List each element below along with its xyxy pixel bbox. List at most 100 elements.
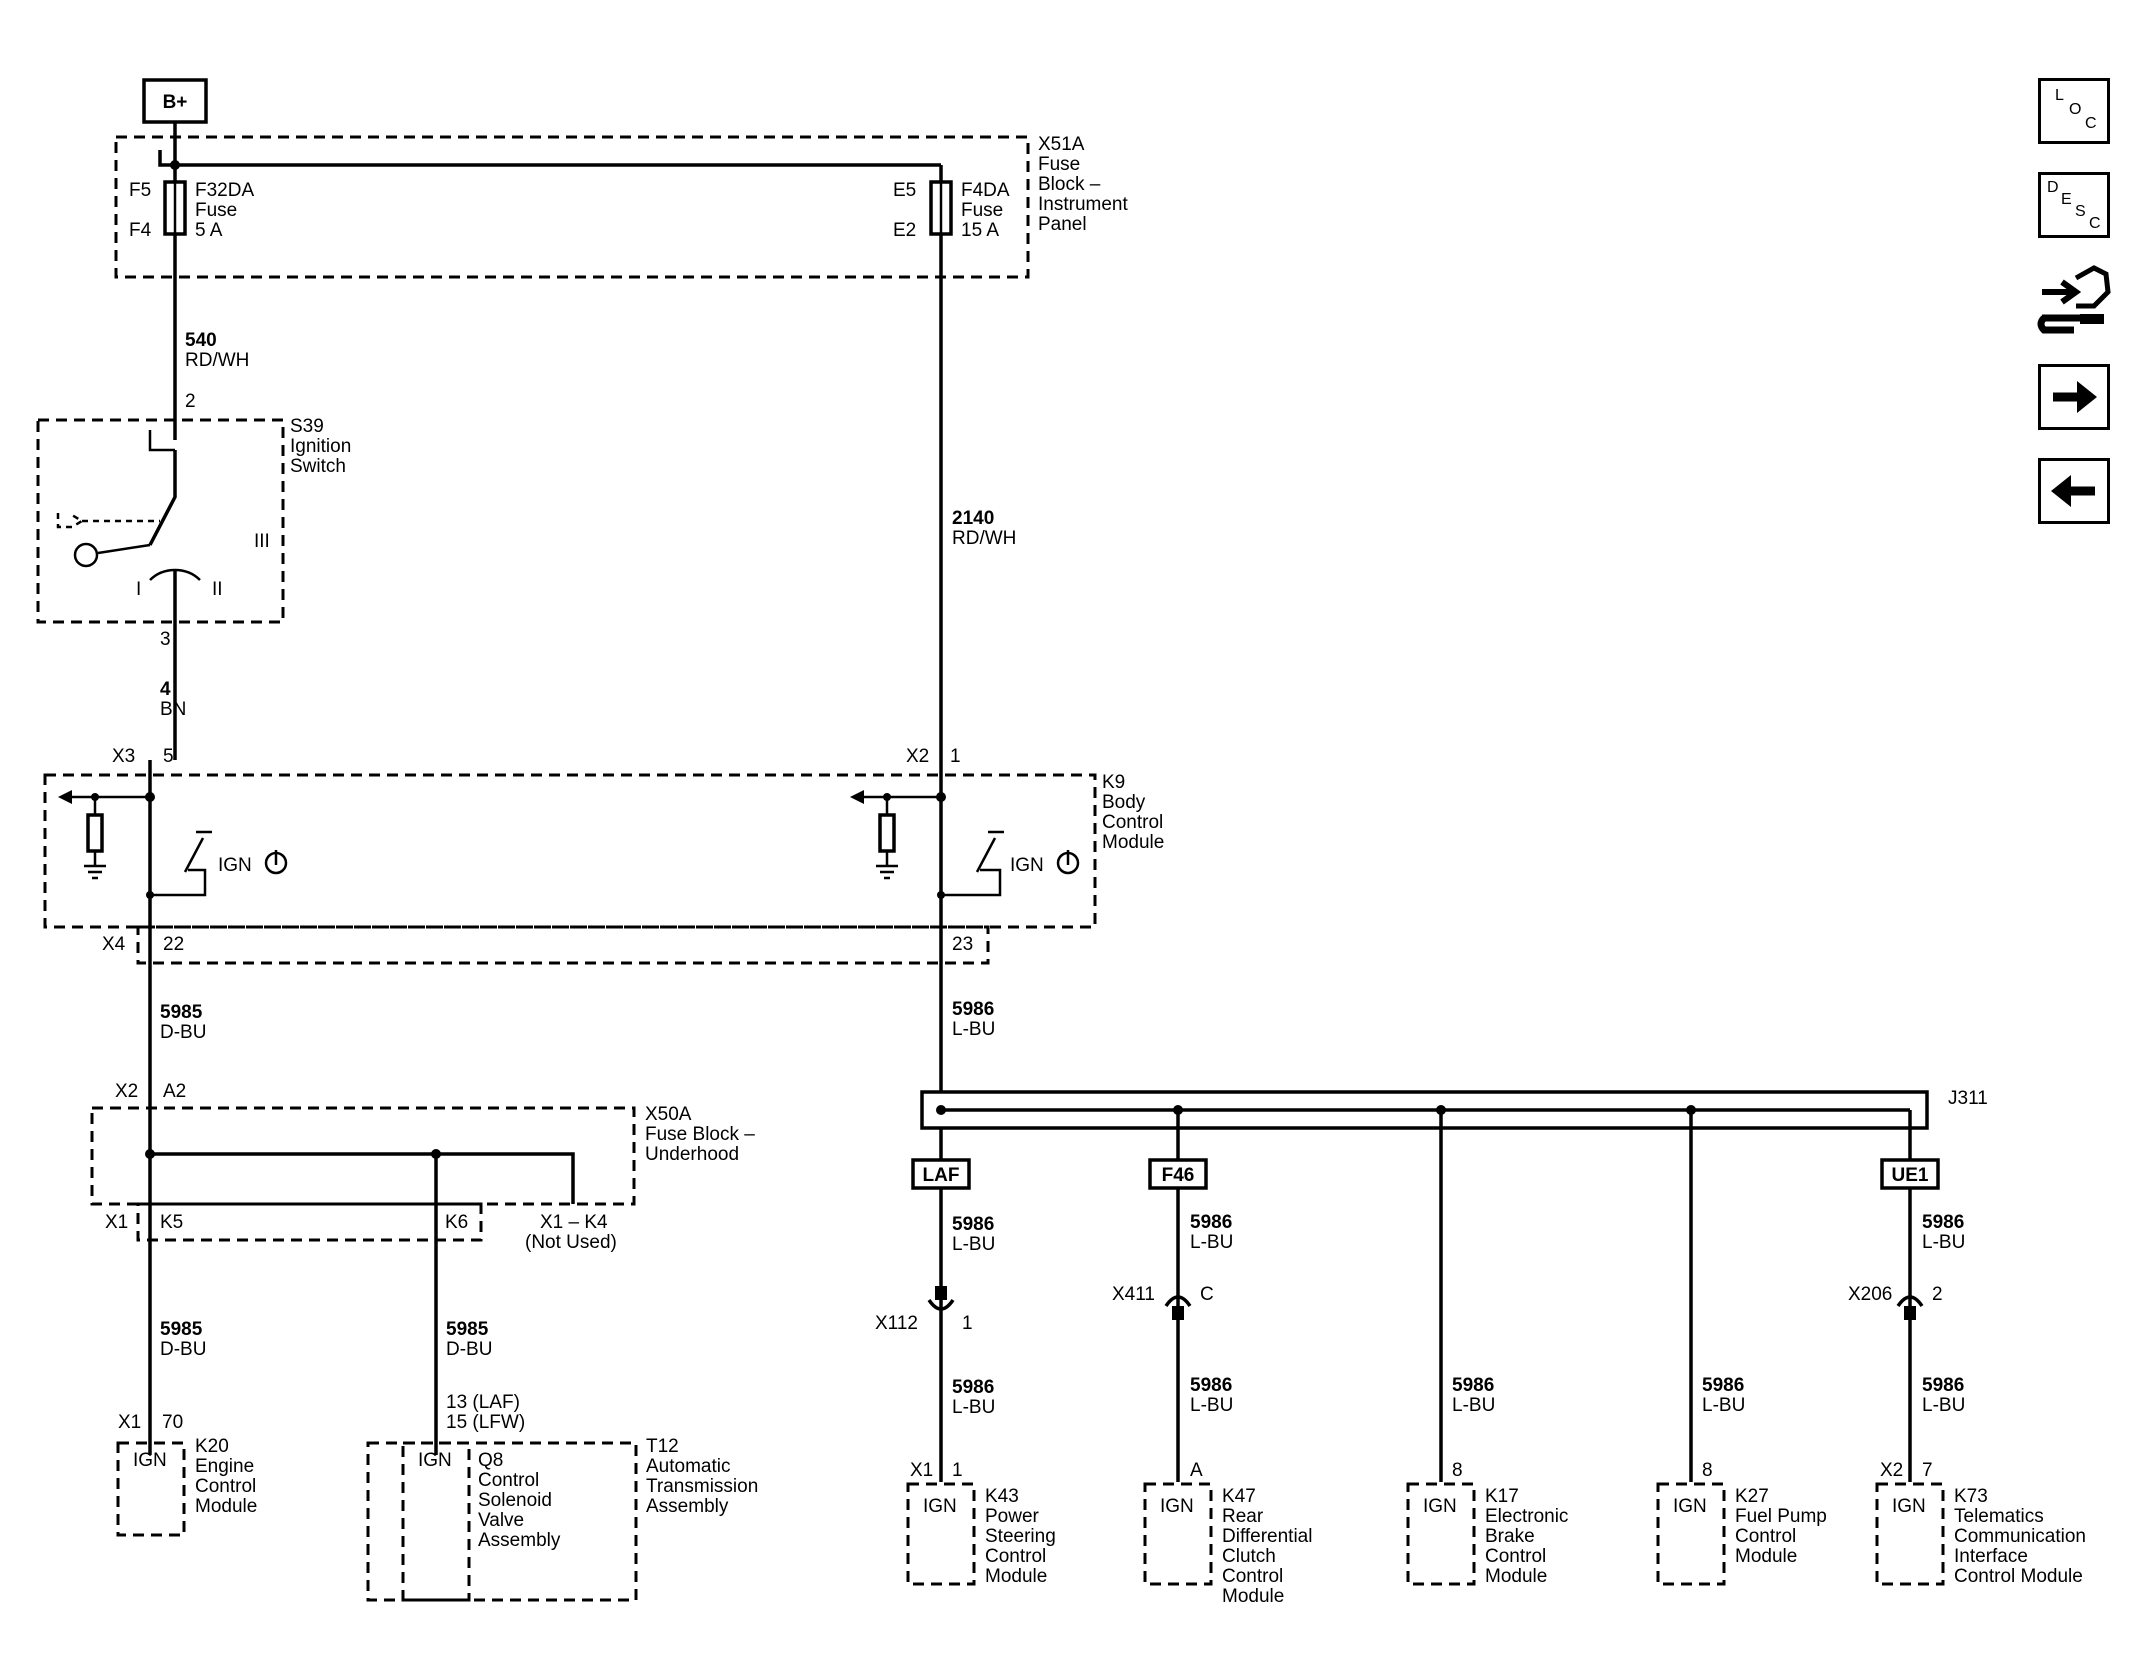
fuse-f32da-rating: 5 A xyxy=(195,220,223,241)
wire-4-circuit: 4 xyxy=(160,679,171,700)
ignition-switch-pin-in: 2 xyxy=(185,391,196,412)
arrow-right-icon xyxy=(2053,381,2097,413)
wire-540-circuit: 540 xyxy=(185,330,217,351)
connector-hand-icon[interactable] xyxy=(2036,262,2112,340)
fuse-block-ip-title-4: Panel xyxy=(1038,214,1087,235)
loc-letter-o: O xyxy=(2069,101,2082,118)
next-page-button[interactable] xyxy=(2038,364,2110,430)
k27-pin: 8 xyxy=(1702,1460,1713,1481)
battery-power-source: B+ xyxy=(142,78,208,124)
k27-ign: IGN xyxy=(1673,1496,1707,1517)
k17-title-2: Brake xyxy=(1485,1526,1535,1547)
option-ue1-label: UE1 xyxy=(1892,1165,1929,1186)
k17-brake-control-module-outline xyxy=(1406,1482,1476,1586)
k20-engine-control-module-outline xyxy=(116,1441,186,1537)
option-f46-badge xyxy=(1148,1158,1208,1190)
x411-name: X411 xyxy=(1112,1284,1155,1305)
bcm-title-1: Body xyxy=(1102,792,1146,813)
loc-letter-l: L xyxy=(2055,87,2064,104)
fuse-block-uh-unused-note: (Not Used) xyxy=(525,1232,617,1253)
fuse-block-uh-conn-in: X2 xyxy=(115,1081,138,1102)
option-ue1-badge xyxy=(1880,1158,1940,1190)
fuse-f32da-pin-out: F4 xyxy=(129,220,152,241)
k47-ign: IGN xyxy=(1160,1496,1194,1517)
fuse-f4da-pin-in: E5 xyxy=(893,180,916,201)
k17-pin: 8 xyxy=(1452,1460,1463,1481)
arrow-left-icon xyxy=(2051,475,2095,507)
k73-title-2: Communication xyxy=(1954,1526,2086,1547)
k20-ign: IGN xyxy=(133,1450,167,1471)
q8-name: Q8 xyxy=(478,1450,503,1471)
k27-fuel-pump-module-outline xyxy=(1656,1482,1726,1586)
ignition-switch-pin-out: 3 xyxy=(160,629,171,650)
x112-pin: 1 xyxy=(962,1313,973,1334)
wire-5985-k6-color: D-BU xyxy=(446,1339,492,1360)
wire-k43-upper-circuit: 5986 xyxy=(952,1214,994,1235)
bcm-ign-label-left: IGN xyxy=(218,855,252,876)
desc-letter-c: C xyxy=(2089,215,2101,232)
k47-title-5: Module xyxy=(1222,1586,1284,1607)
fuse-block-uh-title-2: Underhood xyxy=(645,1144,739,1165)
fuse-block-uh-x1-connector-outline xyxy=(136,1202,483,1242)
power-label: B+ xyxy=(163,92,188,113)
k27-title-1: Fuel Pump xyxy=(1735,1506,1827,1527)
k47-title-2: Differential xyxy=(1222,1526,1312,1547)
fuse-block-ip-title-3: Instrument xyxy=(1038,194,1128,215)
bcm-out-pin-left: 22 xyxy=(163,934,184,955)
option-laf-badge xyxy=(911,1158,971,1190)
k47-title-3: Clutch xyxy=(1222,1546,1276,1567)
fuse-f4da-name: F4DA xyxy=(961,180,1010,201)
fuse-f32da xyxy=(163,180,187,236)
option-f46-label: F46 xyxy=(1162,1165,1195,1186)
desc-letter-d: D xyxy=(2047,179,2059,196)
description-button[interactable]: D E S C xyxy=(2038,172,2110,238)
fuse-block-uh-unused-pin: X1 – K4 xyxy=(540,1212,608,1233)
k43-title-4: Module xyxy=(985,1566,1047,1587)
tcm-pin-laf: 13 (LAF) xyxy=(446,1392,520,1413)
k17-title-4: Module xyxy=(1485,1566,1547,1587)
wire-540-color: RD/WH xyxy=(185,350,249,371)
x112-name: X112 xyxy=(875,1313,918,1334)
splice-pack-j311 xyxy=(920,1090,1929,1130)
t12-title-1: Automatic xyxy=(646,1456,730,1477)
k20-title-2: Control xyxy=(195,1476,256,1497)
t12-title-2: Transmission xyxy=(646,1476,758,1497)
option-laf-label: LAF xyxy=(923,1165,960,1186)
k43-power-steering-module-outline xyxy=(906,1482,976,1586)
wire-k47-upper-color: L-BU xyxy=(1190,1232,1233,1253)
k47-title-1: Rear xyxy=(1222,1506,1264,1527)
k47-name: K47 xyxy=(1222,1486,1256,1507)
k17-title-1: Electronic xyxy=(1485,1506,1568,1527)
x411-pin: C xyxy=(1200,1284,1214,1305)
fuse-block-uh-conn-out: X1 xyxy=(105,1212,128,1233)
k43-title-2: Steering xyxy=(985,1526,1056,1547)
wire-k43-lower-color: L-BU xyxy=(952,1397,995,1418)
wire-k27-color: L-BU xyxy=(1702,1395,1745,1416)
k27-title-2: Control xyxy=(1735,1526,1796,1547)
fuse-block-instrument-panel-outline xyxy=(114,135,1030,279)
bcm-out-conn: X4 xyxy=(102,934,126,955)
bcm-out-pin-right: 23 xyxy=(952,934,973,955)
q8-title-2: Solenoid xyxy=(478,1490,552,1511)
ignition-switch-position-3: III xyxy=(254,531,270,552)
k20-title-1: Engine xyxy=(195,1456,254,1477)
wire-k47-lower-circuit: 5986 xyxy=(1190,1375,1232,1396)
ignition-switch-contacts xyxy=(56,430,201,760)
location-button[interactable]: L O C xyxy=(2038,78,2110,144)
fuse-f4da xyxy=(929,180,953,236)
wire-5985-upper-circuit: 5985 xyxy=(160,1002,203,1023)
previous-page-button[interactable] xyxy=(2038,458,2110,524)
wire-5985-k5-circuit: 5985 xyxy=(160,1319,203,1340)
wire-k17-circuit: 5986 xyxy=(1452,1375,1494,1396)
bcm-conn-left: X3 xyxy=(112,746,135,767)
loc-letter-c: C xyxy=(2085,115,2097,132)
bcm-pin-right: 1 xyxy=(950,746,961,767)
t12-title-3: Assembly xyxy=(646,1496,729,1517)
x206-name: X206 xyxy=(1848,1284,1892,1305)
wire-2140-circuit: 2140 xyxy=(952,508,994,529)
k20-name: K20 xyxy=(195,1436,229,1457)
wire-k27-circuit: 5986 xyxy=(1702,1375,1744,1396)
fuse-block-uh-name: X50A xyxy=(645,1104,692,1125)
